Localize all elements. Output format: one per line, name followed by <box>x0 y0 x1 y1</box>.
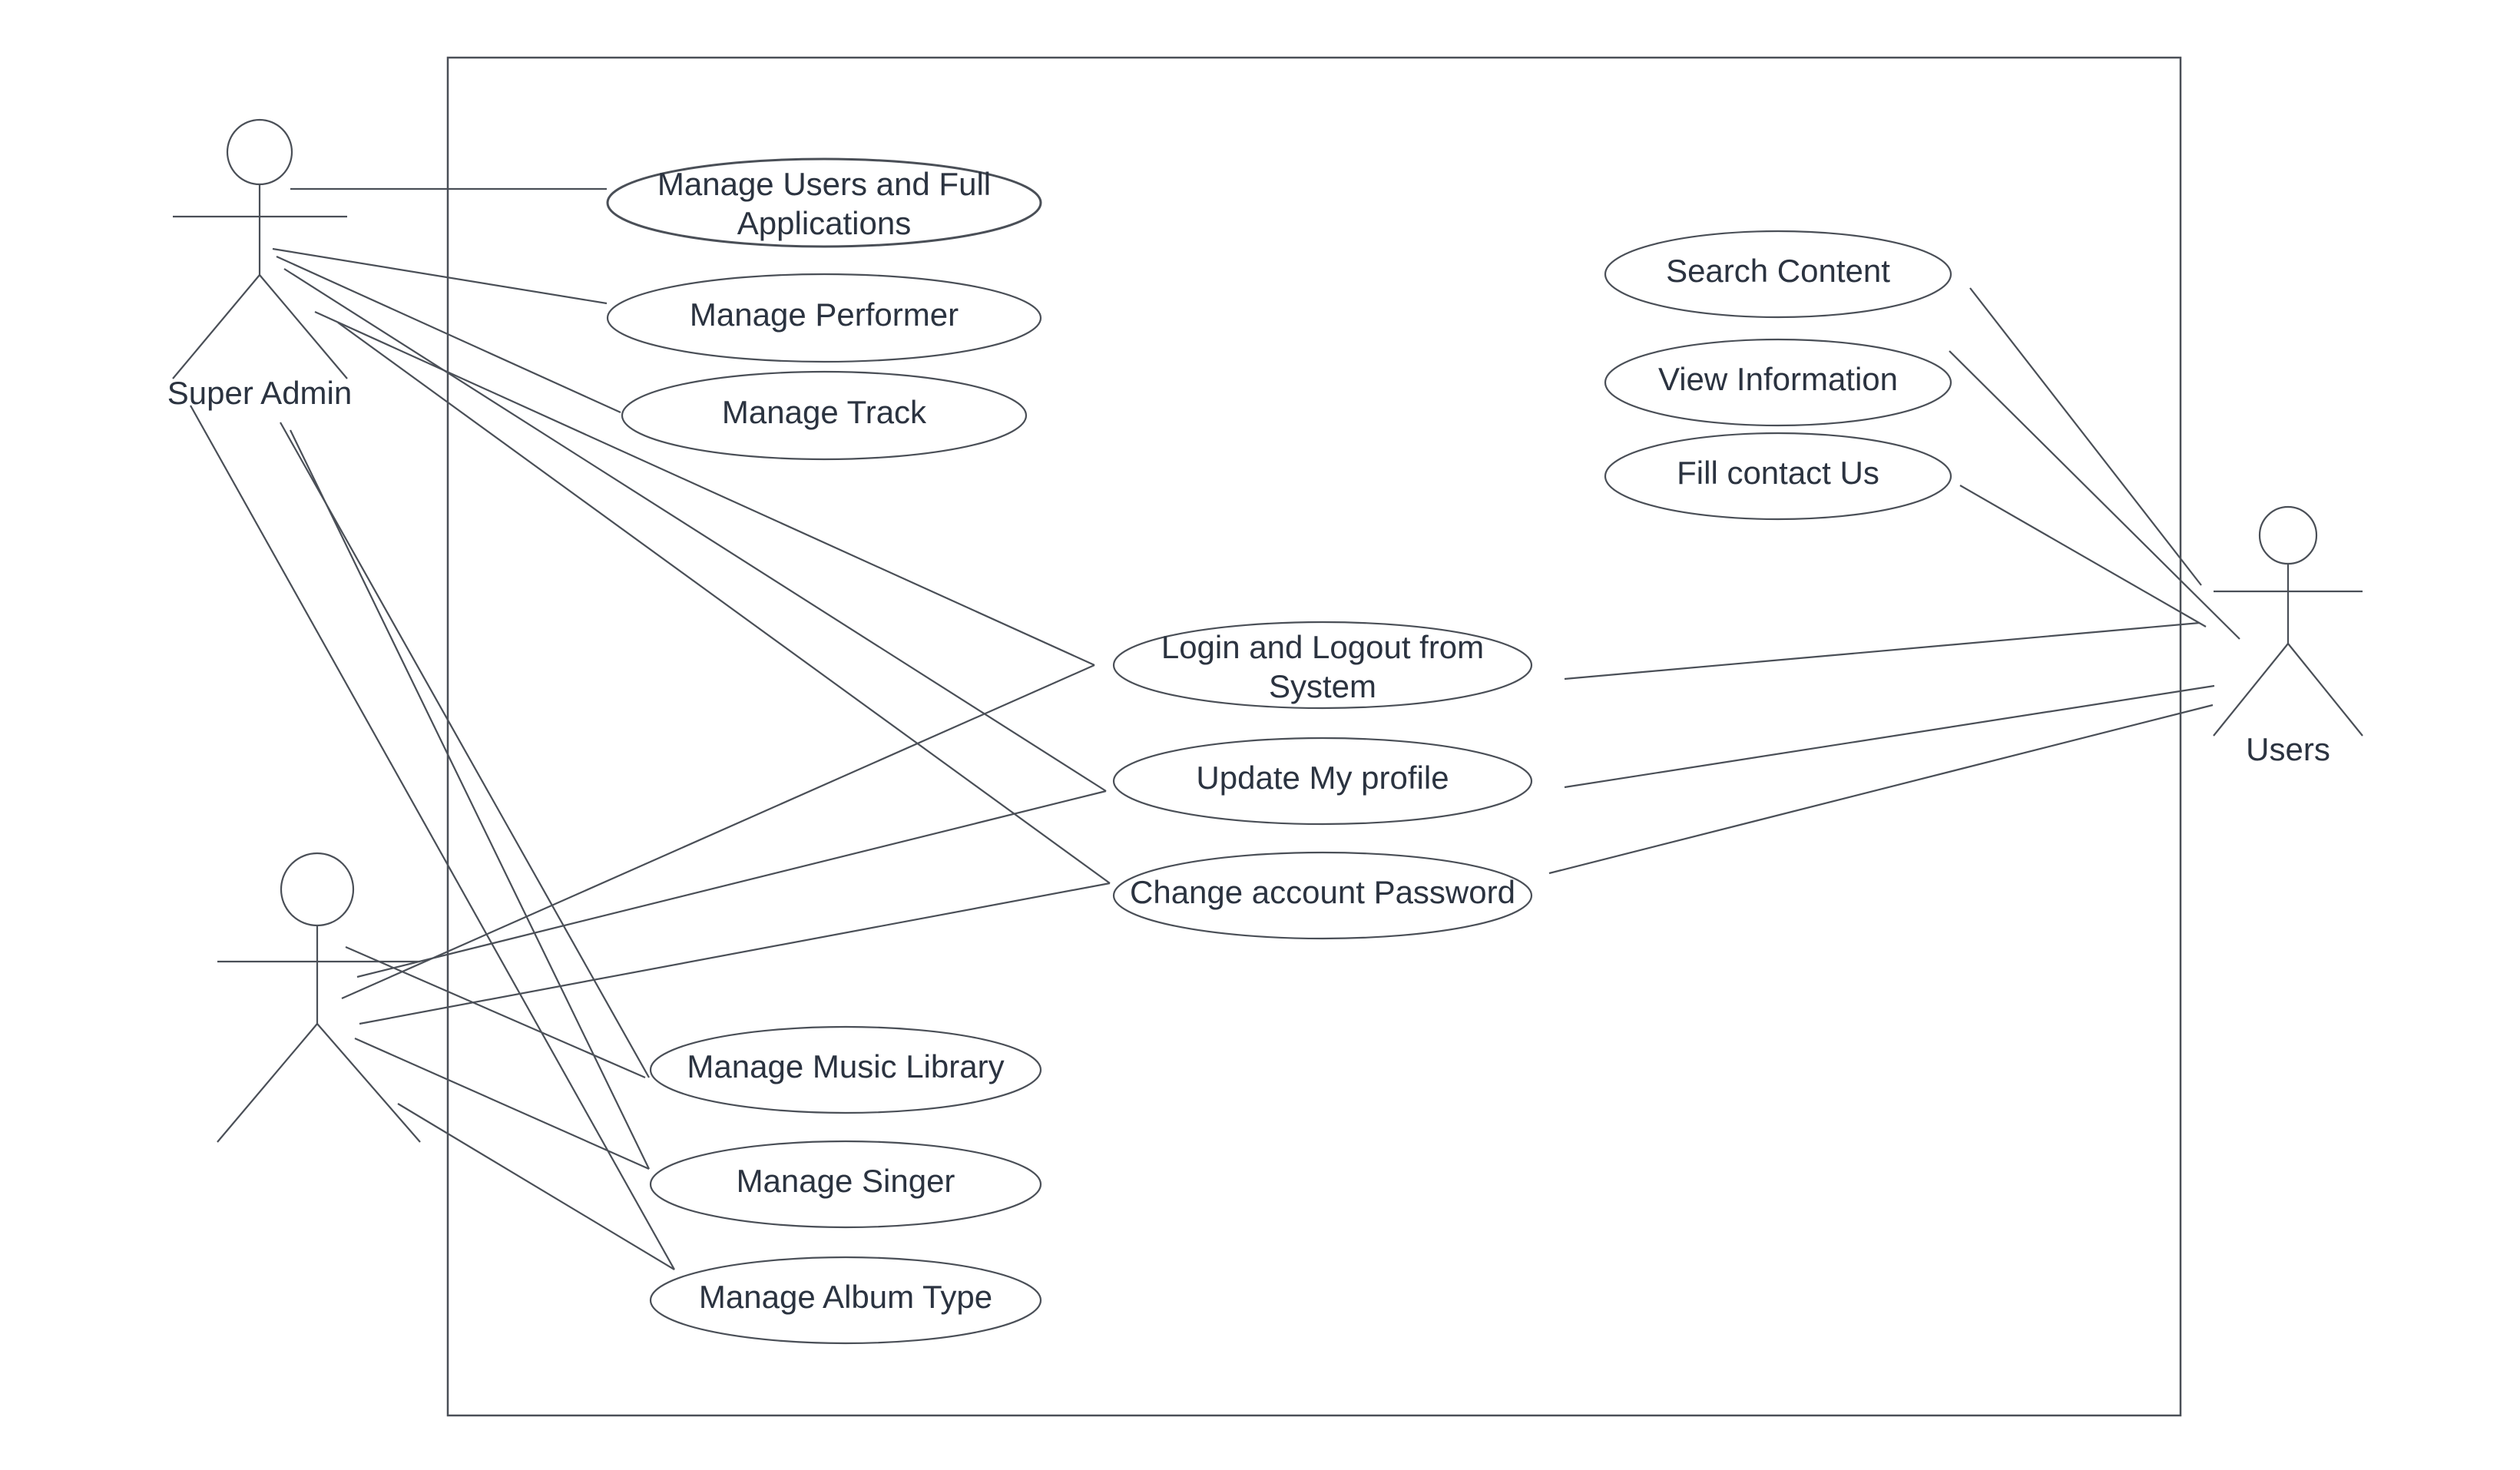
use-case-login-logout: Login and Logout from System <box>1112 621 1533 710</box>
system-boundary <box>446 56 2182 1417</box>
assoc-admin-update-profile <box>356 790 1107 978</box>
assoc-admin-singer <box>354 1037 650 1170</box>
use-case-ellipse <box>606 157 1042 248</box>
actor-head <box>2258 505 2318 565</box>
use-case-manage-music-library: Manage Music Library <box>649 1025 1042 1114</box>
actor-label-super-admin: Super Admin <box>167 375 352 411</box>
use-case-label: Update My profile <box>1196 760 1449 796</box>
actor-super-admin <box>172 118 348 379</box>
use-case-ellipse <box>606 273 1042 363</box>
use-case-label-line1: Manage Users and Full <box>657 166 991 202</box>
actor-leg-right <box>259 274 348 379</box>
assoc-users-update-profile <box>1564 684 2215 789</box>
use-case-ellipse <box>1112 851 1533 940</box>
assoc-admin-change-password <box>359 882 1111 1025</box>
use-case-ellipse <box>1112 737 1533 826</box>
use-case-view-information: View Information <box>1604 338 1952 427</box>
use-case-manage-users: Manage Users and Full Applications <box>606 157 1042 248</box>
use-case-change-password: Change account Password <box>1112 851 1533 940</box>
assoc-admin-login <box>341 664 1095 1000</box>
use-case-search-content: Search Content <box>1604 230 1952 319</box>
actor-leg-right <box>2287 643 2363 737</box>
use-case-label: Manage Performer <box>690 296 959 333</box>
assoc-superadmin-album-type <box>190 405 675 1270</box>
assoc-superadmin-update-profile <box>283 268 1107 792</box>
actor-admin <box>217 852 421 1143</box>
actor-leg-left <box>172 274 260 379</box>
assoc-users-fill-contact <box>1959 485 2207 627</box>
actor-label-users: Users <box>2246 731 2330 767</box>
use-case-label: Manage Singer <box>737 1163 955 1199</box>
use-case-label: Manage Track <box>722 394 927 430</box>
use-case-label: Manage Album Type <box>699 1279 992 1315</box>
actor-head <box>280 852 355 927</box>
assoc-superadmin-change-password <box>337 322 1111 884</box>
use-case-label: View Information <box>1658 361 1898 397</box>
use-case-ellipse <box>649 1140 1042 1229</box>
assoc-users-change-password <box>1548 704 2214 875</box>
assoc-users-view-info <box>1949 350 2240 640</box>
assoc-superadmin-music-library <box>280 422 650 1078</box>
use-case-label: Change account Password <box>1130 874 1515 910</box>
use-case-manage-singer: Manage Singer <box>649 1140 1042 1229</box>
use-case-manage-performer: Manage Performer <box>606 273 1042 363</box>
use-case-ellipse <box>649 1025 1042 1114</box>
use-case-manage-album-type: Manage Album Type <box>649 1256 1042 1345</box>
assoc-admin-album-type <box>397 1103 675 1270</box>
assoc-superadmin-singer <box>290 429 650 1170</box>
actor-users <box>2213 505 2363 737</box>
actor-head <box>226 118 293 186</box>
use-case-label: Manage Music Library <box>687 1048 1004 1084</box>
use-case-label: Search Content <box>1666 253 1890 289</box>
use-case-label-line1: Login and Logout from <box>1161 629 1484 665</box>
use-case-ellipse <box>649 1256 1042 1345</box>
use-case-ellipse <box>1604 338 1952 427</box>
use-case-label-line2: System <box>1269 668 1376 704</box>
use-case-label-line2: Applications <box>737 205 911 241</box>
actor-leg-left <box>217 1023 318 1143</box>
use-case-manage-track: Manage Track <box>621 370 1028 461</box>
use-case-fill-contact: Fill contact Us <box>1604 432 1952 521</box>
use-case-label: Fill contact Us <box>1677 455 1879 491</box>
assoc-superadmin-manage-track <box>276 255 621 414</box>
use-case-update-profile: Update My profile <box>1112 737 1533 826</box>
use-case-ellipse <box>1112 621 1533 710</box>
assoc-users-search <box>1969 287 2202 586</box>
assoc-superadmin-login <box>314 310 1095 667</box>
use-case-ellipse <box>1604 230 1952 319</box>
associations <box>190 187 2240 1270</box>
assoc-admin-music-library <box>345 945 646 1079</box>
use-case-ellipse <box>621 370 1028 461</box>
actor-leg-right <box>316 1023 421 1143</box>
use-case-ellipse <box>1604 432 1952 521</box>
actor-leg-left <box>2213 643 2289 737</box>
assoc-superadmin-manage-performer <box>272 247 608 305</box>
assoc-users-login <box>1564 621 2200 680</box>
